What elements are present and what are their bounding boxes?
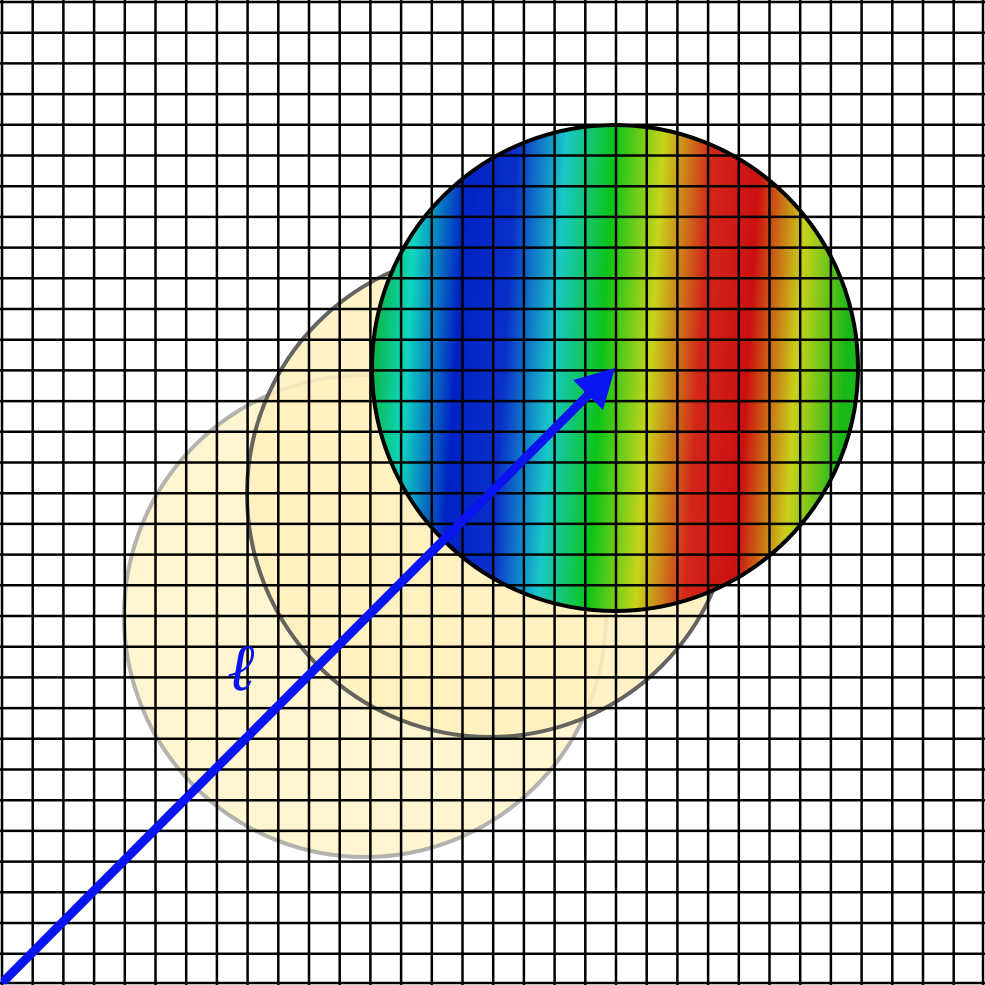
path-arrow [0,368,615,985]
path-arrow-shaft [0,388,595,985]
colormap-disk-outline [370,123,860,613]
path-label: ℓ [227,629,255,706]
path-arrow-head [573,368,615,410]
